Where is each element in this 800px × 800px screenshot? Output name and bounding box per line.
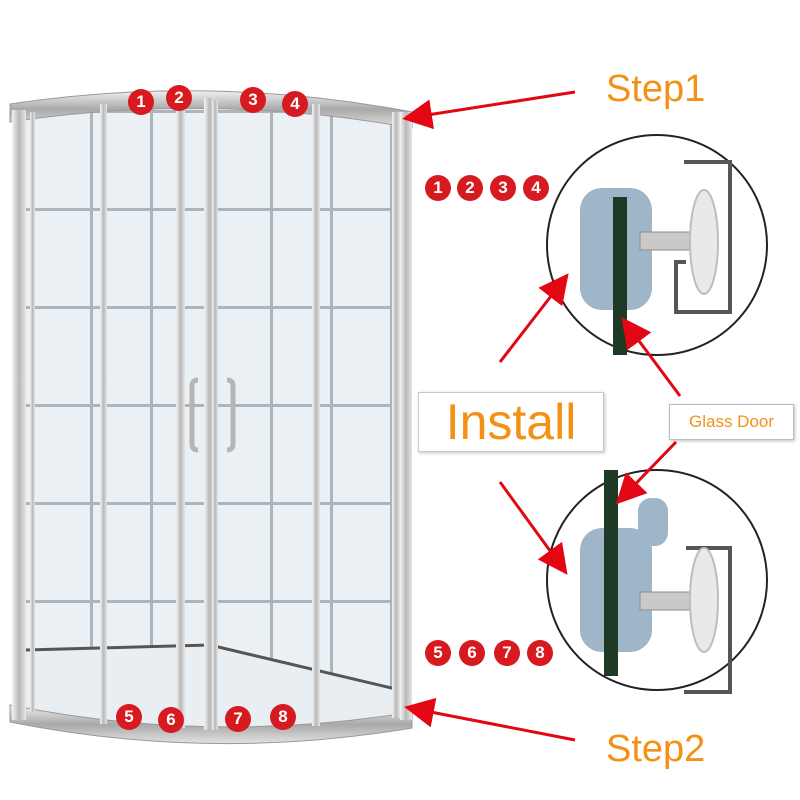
badge-side-4: 4 [523,175,549,201]
badge-top-1: 1 [128,89,154,115]
badge-side-3: 3 [490,175,516,201]
bottom-roller-detail [546,469,768,694]
install-label: Install [418,392,604,452]
top-roller-detail [546,134,768,356]
step1-label: Step1 [606,68,706,110]
badge-bottom-5: 5 [116,704,142,730]
badge-bottom-7: 7 [225,706,251,732]
badge-side-7: 7 [494,640,520,666]
glass-door-label: Glass Door [669,404,794,440]
badge-side-6: 6 [459,640,485,666]
badge-top-3: 3 [240,87,266,113]
badge-side-2: 2 [457,175,483,201]
badge-side-5: 5 [425,640,451,666]
badge-top-2: 2 [166,85,192,111]
badge-bottom-8: 8 [270,704,296,730]
arrows [402,90,682,742]
shower-enclosure [9,90,413,745]
badge-side-1: 1 [425,175,451,201]
step2-label: Step2 [606,728,706,770]
badge-top-4: 4 [282,91,308,117]
badge-bottom-6: 6 [158,707,184,733]
badge-side-8: 8 [527,640,553,666]
